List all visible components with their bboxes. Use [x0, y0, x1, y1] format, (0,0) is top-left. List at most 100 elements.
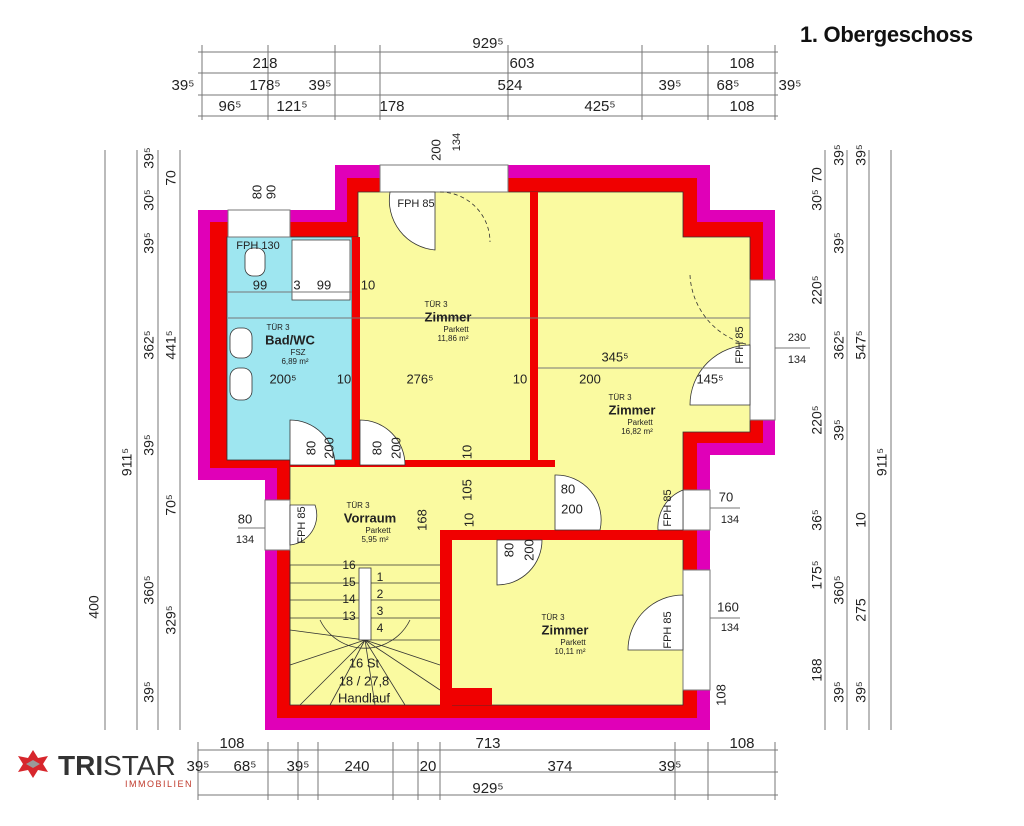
- dimension-label-interior: 134: [451, 133, 463, 151]
- room-name: Zimmer: [542, 622, 589, 637]
- window: [379, 164, 509, 193]
- toilet-icon: [244, 247, 266, 277]
- shower: [291, 239, 351, 301]
- dimension-label-interior: 80: [238, 511, 252, 526]
- dimension-label-interior: 200: [428, 139, 443, 161]
- dimension-label-top: 108: [729, 98, 754, 115]
- dimension-label-top: 929⁵: [472, 35, 503, 52]
- door-swing: [554, 474, 602, 531]
- tristar-logo: TRISTAR IMMOBILIEN: [18, 750, 192, 795]
- logo-brand-bold: TRI: [58, 750, 104, 781]
- dimension-label-left: 70: [163, 170, 179, 186]
- dimension-label-bottom: 39⁵: [187, 758, 210, 775]
- dimension-label-interior: 134: [236, 534, 254, 546]
- dimension-label-top: 39⁵: [172, 77, 195, 94]
- dimension-label-interior: FPH 85: [662, 489, 674, 526]
- door-swing: [359, 419, 406, 466]
- dimension-label-right: 360⁵: [831, 575, 847, 604]
- door-swings: [289, 191, 751, 651]
- staircase: [289, 564, 441, 706]
- interior-wall: [440, 530, 690, 540]
- dimension-label-interior: 160: [717, 599, 739, 614]
- dimension-label-right: 275: [853, 598, 869, 622]
- dimension-label-left: 30⁵: [141, 189, 157, 210]
- stair-step: [364, 639, 441, 691]
- floor-title: 1. Obergeschoss: [800, 22, 973, 47]
- window: [682, 569, 711, 691]
- door-swing: [657, 489, 684, 531]
- dimension-label-right: 134: [788, 354, 806, 366]
- room-floor-type: FSZ: [290, 348, 305, 357]
- room-floor-type: Parkett: [627, 418, 653, 427]
- dimension-label-right: 39⁵: [831, 419, 847, 440]
- dimension-label-left: 39⁵: [141, 681, 157, 702]
- dimension-label-bottom: 374: [547, 758, 572, 775]
- dimension-lines: [104, 45, 892, 800]
- stair-step: [299, 639, 366, 706]
- stair-step: [289, 639, 366, 666]
- dimension-label-interior: 345⁵: [601, 349, 628, 364]
- dimension-label-right: 70: [809, 167, 825, 183]
- tristar-logo-star-icon: [18, 750, 48, 778]
- door-swing: [627, 594, 684, 651]
- dimension-label-right: 39⁵: [831, 681, 847, 702]
- dimension-label-left: 39⁵: [141, 232, 157, 253]
- dimension-label-interior: 200: [388, 437, 403, 459]
- dimension-label-top: 178: [379, 98, 404, 115]
- dimension-label-interior: 10: [513, 371, 527, 386]
- dimension-label-left: 360⁵: [141, 575, 157, 604]
- dimension-label-top: 39⁵: [779, 77, 802, 94]
- dimension-label-right: 10: [853, 512, 869, 528]
- dimension-label-interior: 10: [337, 371, 351, 386]
- dimension-label-left: 39⁵: [141, 147, 157, 168]
- dimension-label-top: 121⁵: [276, 98, 307, 115]
- dimension-label-interior: 80: [249, 185, 264, 199]
- dimension-label-left: 329⁵: [163, 605, 179, 634]
- room-door-type: TÜR 3: [608, 393, 632, 402]
- dimension-label-bottom: 240: [344, 758, 369, 775]
- room-floor-type: Parkett: [443, 325, 469, 334]
- dimension-label-left: 39⁵: [141, 434, 157, 455]
- stair-step-number: 2: [377, 587, 384, 601]
- door-swing: [496, 539, 543, 586]
- dimension-label-top: 178⁵: [249, 77, 280, 94]
- room-floor-type: Parkett: [365, 526, 391, 535]
- dimension-label-interior: FPH 85: [662, 611, 674, 648]
- stair-step: [364, 639, 441, 666]
- room-area: 10,11 m²: [555, 647, 586, 656]
- room-door-type: TÜR 3: [541, 613, 565, 622]
- dimension-label-interior: 134: [721, 514, 739, 526]
- dimension-label-right: 36⁵: [809, 509, 825, 530]
- sanitary-fixtures: [229, 247, 266, 401]
- dimension-label-top: 39⁵: [659, 77, 682, 94]
- dimension-label-interior: FPH 85: [734, 326, 746, 363]
- dimension-label-bottom: 108: [729, 735, 754, 752]
- dimension-label-left: 911⁵: [119, 448, 135, 476]
- room-name: Zimmer: [609, 402, 656, 417]
- stair-step-number: 13: [342, 609, 356, 623]
- dimension-label-interior: 99: [253, 277, 267, 292]
- dimension-label-interior: 70: [719, 489, 733, 504]
- dimension-label-right: 220⁵: [809, 405, 825, 434]
- window: [682, 489, 711, 531]
- sink-icon: [229, 367, 253, 401]
- shaft: [452, 688, 492, 705]
- door-swing: [388, 191, 436, 251]
- dimension-label-interior: 276⁵: [406, 371, 433, 386]
- door-swing: [289, 419, 336, 466]
- dimension-label-interior: 10: [461, 513, 476, 527]
- sink-icon: [229, 327, 253, 359]
- stair-step: [289, 629, 366, 641]
- door-swing: [439, 191, 491, 243]
- dimension-label-top: 96⁵: [219, 98, 242, 115]
- dimension-label-bottom: 39⁵: [659, 758, 682, 775]
- interior-wall: [290, 460, 555, 467]
- room-area: 6,89 m²: [281, 357, 308, 366]
- dimension-label-interior: 200: [521, 539, 536, 561]
- interior-wall: [440, 530, 452, 707]
- dimension-label-bottom: 108: [219, 735, 244, 752]
- interior-wall: [530, 192, 538, 465]
- room-door-type: TÜR 3: [424, 300, 448, 309]
- dimension-label-interior: 3: [293, 277, 300, 292]
